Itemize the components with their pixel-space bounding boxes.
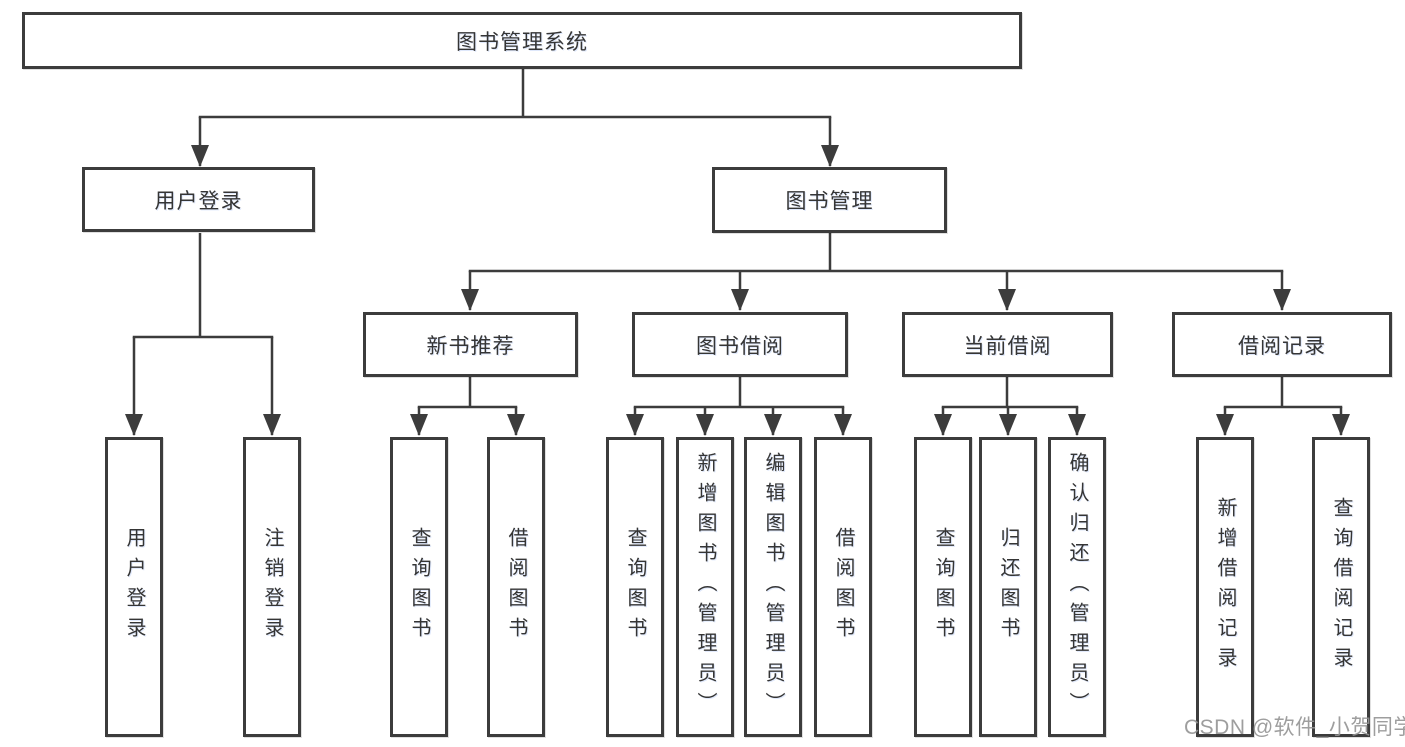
node-new-book-recommend: 新书推荐 — [363, 312, 578, 377]
leaf-query-books-3: 查询图书 — [914, 437, 972, 737]
leaf-logout: 注销登录 — [243, 437, 301, 737]
leaf-label: 归还图书 — [997, 527, 1019, 647]
leaf-edit-book-admin: 编辑图书（管理员） — [744, 437, 802, 737]
node-book-management: 图书管理 — [712, 167, 947, 233]
leaf-query-books-1: 查询图书 — [390, 437, 448, 737]
node-label: 图书管理 — [785, 190, 874, 213]
leaf-user-login: 用户登录 — [105, 437, 163, 737]
leaf-label: 查询图书 — [624, 527, 646, 647]
watermark-csdn: CSDN @软件_小贺同学 — [1184, 716, 1405, 739]
leaf-borrow-books-2: 借阅图书 — [814, 437, 872, 737]
node-label: 新书推荐 — [426, 334, 515, 358]
leaf-label: 新增借阅记录 — [1214, 497, 1236, 677]
node-label: 借阅记录 — [1238, 334, 1326, 358]
leaf-query-books-2: 查询图书 — [606, 437, 664, 737]
leaf-label: 编辑图书（管理员） — [762, 452, 784, 722]
node-label: 图书管理系统 — [456, 30, 588, 54]
leaf-label: 借阅图书 — [505, 527, 527, 647]
leaf-add-borrow-record: 新增借阅记录 — [1196, 437, 1254, 737]
leaf-label: 新增图书（管理员） — [694, 452, 716, 722]
leaf-label: 借阅图书 — [832, 527, 854, 647]
node-user-login: 用户登录 — [82, 167, 315, 232]
leaf-label: 用户登录 — [123, 527, 145, 647]
node-current-borrow: 当前借阅 — [902, 312, 1113, 377]
node-book-borrow: 图书借阅 — [632, 312, 848, 377]
leaf-confirm-return-admin: 确认归还（管理员） — [1048, 437, 1106, 737]
leaf-add-book-admin: 新增图书（管理员） — [676, 437, 734, 737]
node-label: 用户登录 — [154, 189, 243, 213]
leaf-label: 查询图书 — [408, 527, 430, 647]
leaf-label: 查询借阅记录 — [1330, 497, 1352, 677]
leaf-query-borrow-record: 查询借阅记录 — [1312, 437, 1370, 737]
node-borrow-records: 借阅记录 — [1172, 312, 1392, 377]
leaf-label: 查询图书 — [932, 527, 954, 647]
node-library-management-system: 图书管理系统 — [22, 12, 1022, 69]
leaf-label: 确认归还（管理员） — [1066, 452, 1088, 722]
node-label: 图书借阅 — [696, 334, 784, 358]
leaf-borrow-books-1: 借阅图书 — [487, 437, 545, 737]
leaf-return-books: 归还图书 — [979, 437, 1037, 737]
node-label: 当前借阅 — [963, 334, 1052, 358]
leaf-label: 注销登录 — [261, 527, 283, 647]
